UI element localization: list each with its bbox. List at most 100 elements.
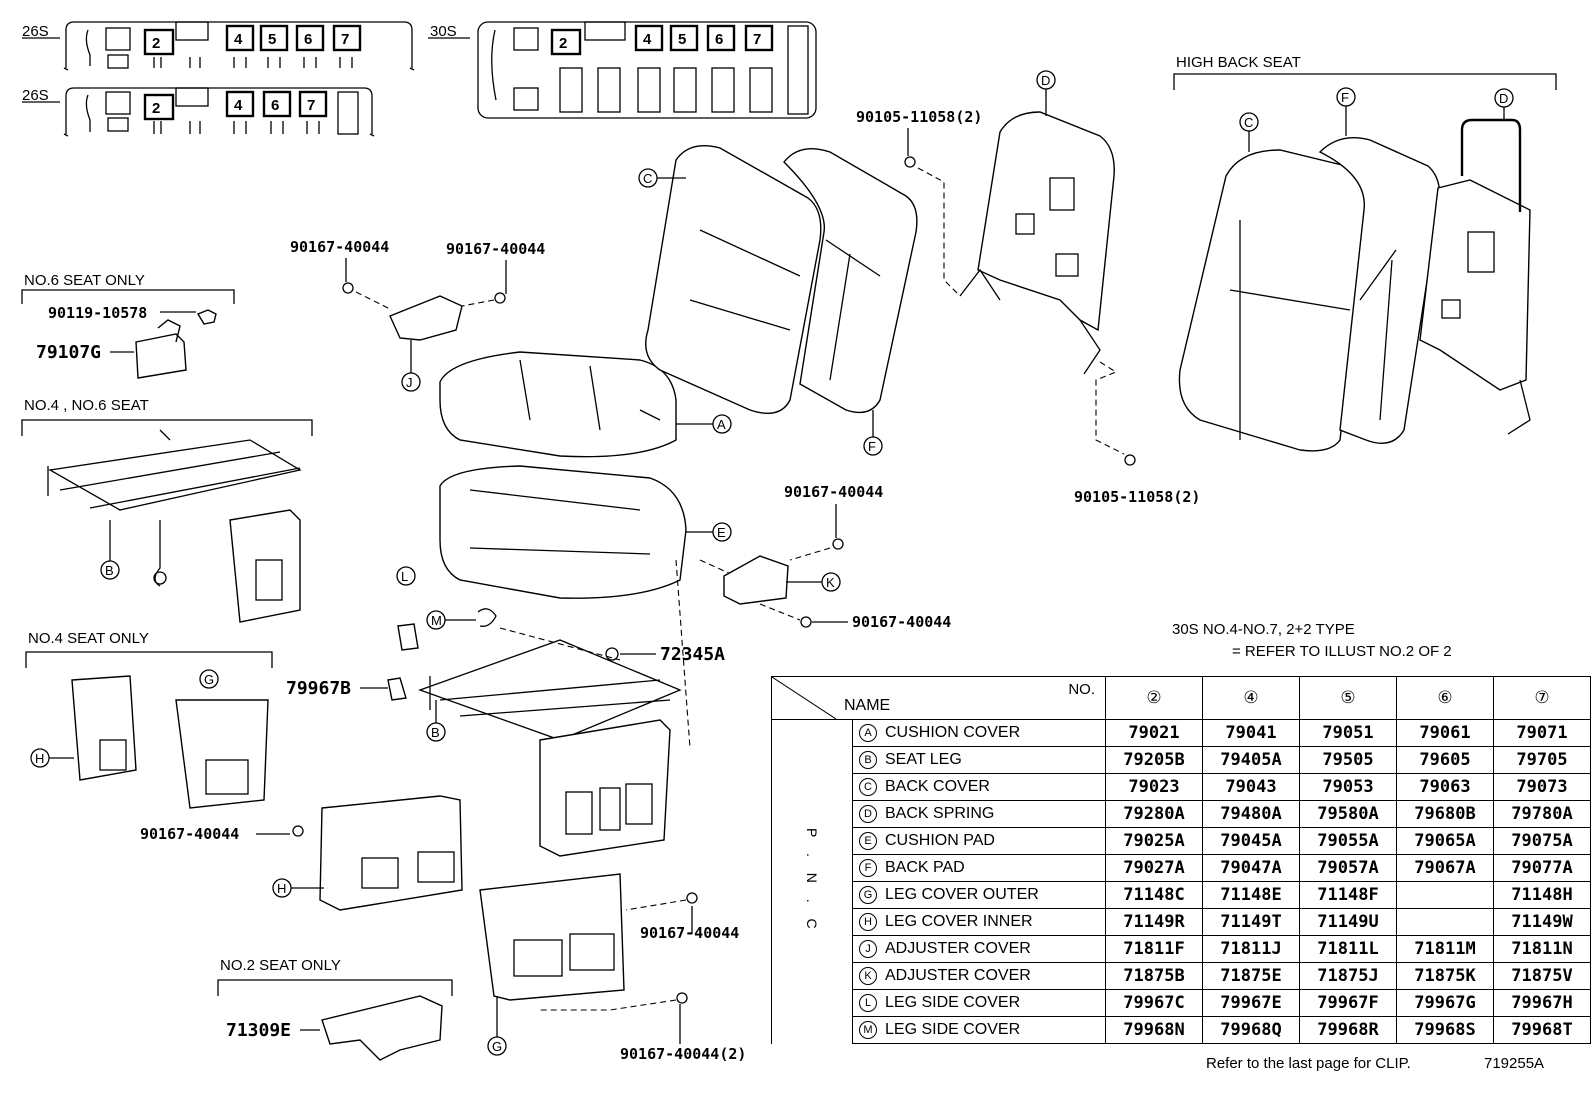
row-part-name: LEG COVER OUTER — [885, 886, 1039, 904]
row-part-name: CUSHION PAD — [885, 832, 995, 850]
row-part-number: 71875B — [1105, 962, 1203, 990]
row-part-name: BACK COVER — [885, 778, 990, 796]
no4-seat-only-label: NO.4 SEAT ONLY — [28, 630, 149, 647]
part-number-90105-11058-bottom: 90105-11058(2) — [1074, 488, 1200, 506]
row-part-number: 79968Q — [1202, 1016, 1300, 1044]
row-part-name: ADJUSTER COVER — [885, 940, 1031, 958]
row-part-number: 79047A — [1202, 854, 1300, 882]
row-part-number: 79077A — [1493, 854, 1591, 882]
callout-F-right-text: F — [1341, 90, 1349, 105]
no4-no6-seat-label: NO.4 , NO.6 SEAT — [24, 397, 149, 414]
part-number-90167-40044-b: 90167-40044 — [446, 240, 545, 258]
layout-26s-bottom-label: 26S — [22, 87, 49, 104]
row-part-number: 79041 — [1202, 719, 1300, 747]
layout-26s-top: 26S 2 4 5 6 7 — [22, 21, 415, 71]
part-number-90167-40044-a: 90167-40044 — [290, 238, 389, 256]
row-part-number: 79063 — [1396, 773, 1494, 801]
row-key-callout: J — [859, 939, 877, 958]
row-part-number: 71811J — [1202, 935, 1300, 963]
no2-seat-only-label: NO.2 SEAT ONLY — [220, 957, 341, 974]
layout-30s-seat-7: 7 — [753, 31, 761, 48]
row-key-callout: D — [859, 804, 877, 823]
row-part-number: 79968T — [1493, 1016, 1591, 1044]
row-part-number: 79045A — [1202, 827, 1300, 855]
row-part-number: 79051 — [1299, 719, 1397, 747]
header-col-4: ④ — [1202, 676, 1300, 720]
layout-30s-label: 30S — [430, 23, 457, 40]
row-part-number: 71875K — [1396, 962, 1494, 990]
part-number-90119-10578: 90119-10578 — [48, 304, 147, 322]
row-part-number: 79405A — [1202, 746, 1300, 774]
row-part-number: 79027A — [1105, 854, 1203, 882]
header-name-cell: NAME NO. — [771, 676, 1106, 720]
layout-26s-bottom: 26S 2 4 6 7 — [22, 87, 375, 137]
part-number-90167-40044-e: 90167-40044 — [140, 825, 239, 843]
callout-L-text: L — [401, 569, 408, 584]
callout-D-right-text: D — [1499, 91, 1508, 106]
layout-26s-top-seat-2: 2 — [152, 35, 160, 52]
callout-M-text: M — [431, 613, 442, 628]
row-key-callout: C — [859, 777, 877, 796]
header-name-label: NAME — [844, 697, 891, 714]
clip-note: Refer to the last page for CLIP. — [1206, 1055, 1411, 1072]
row-part-number: 79021 — [1105, 719, 1203, 747]
callout-F-left-text: F — [868, 439, 876, 454]
row-part-number: 71149W — [1493, 908, 1591, 936]
row-part-number: 79055A — [1299, 827, 1397, 855]
row-part-number: 79061 — [1396, 719, 1494, 747]
row-part-name: BACK PAD — [885, 859, 965, 877]
row-part-number: 79023 — [1105, 773, 1203, 801]
row-part-number: 71811N — [1493, 935, 1591, 963]
part-number-90167-40044-c: 90167-40044 — [784, 483, 883, 501]
row-part-number: 79968S — [1396, 1016, 1494, 1044]
row-part-name: BACK SPRING — [885, 805, 995, 823]
row-key-callout: A — [859, 723, 877, 742]
row-part-number: 79967C — [1105, 989, 1203, 1017]
row-part-number: 79580A — [1299, 800, 1397, 828]
layout-30s-seat-5: 5 — [678, 31, 686, 48]
row-part-number: 71149R — [1105, 908, 1203, 936]
callout-G-lower-text: G — [492, 1039, 502, 1054]
row-key-callout: M — [859, 1020, 877, 1039]
part-number-71309E: 71309E — [226, 1020, 291, 1041]
row-part-number: 71875E — [1202, 962, 1300, 990]
layout-30s: 30S 2 4 5 6 7 — [428, 21, 817, 119]
row-part-number: 79073 — [1493, 773, 1591, 801]
callout-C-left-text: C — [643, 171, 652, 186]
row-part-number: 71149T — [1202, 908, 1300, 936]
callout-C-right-text: C — [1244, 115, 1253, 130]
callout-A-text: A — [717, 417, 726, 432]
layout-26s-top-seat-6: 6 — [304, 31, 312, 48]
row-part-number: 79705 — [1493, 746, 1591, 774]
no4-no6-seat-group: NO.4 , NO.6 SEAT B — [21, 397, 313, 623]
row-key-callout: G — [859, 885, 877, 904]
row-part-number: 79967E — [1202, 989, 1300, 1017]
row-part-number: 71148E — [1202, 881, 1300, 909]
row-part-number: 79043 — [1202, 773, 1300, 801]
callout-J-text: J — [406, 375, 413, 390]
row-part-number: 79968N — [1105, 1016, 1203, 1044]
row-part-number: 71811F — [1105, 935, 1203, 963]
callout-K-text: K — [826, 575, 835, 590]
row-name-cell: C BACK COVER — [852, 773, 1106, 801]
row-part-number: 79025A — [1105, 827, 1203, 855]
row-part-number: 79967G — [1396, 989, 1494, 1017]
row-part-number: 71148C — [1105, 881, 1203, 909]
row-part-number: 79065A — [1396, 827, 1494, 855]
row-part-name: LEG COVER INNER — [885, 913, 1033, 931]
row-part-number: 71149U — [1299, 908, 1397, 936]
row-part-number: 79205B — [1105, 746, 1203, 774]
row-part-number: 79505 — [1299, 746, 1397, 774]
row-part-number: 71811M — [1396, 935, 1494, 963]
callout-B-center-text: B — [431, 725, 440, 740]
